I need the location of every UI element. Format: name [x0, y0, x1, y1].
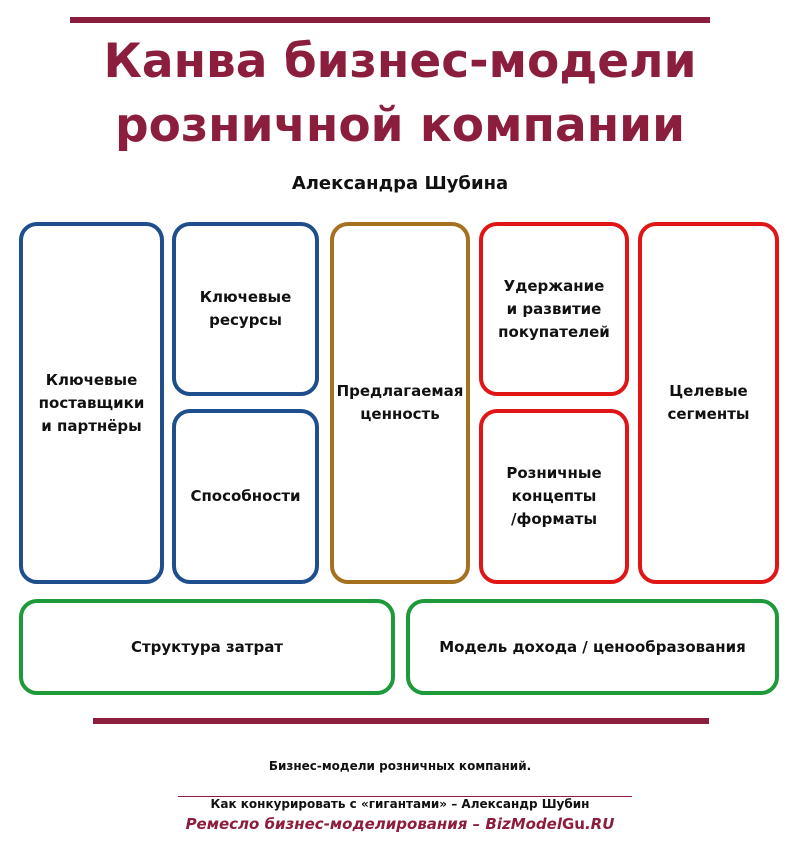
author: Александра Шубина — [291, 173, 509, 194]
footer-site-part-1: BizModel — [485, 815, 562, 833]
top-divider — [70, 17, 710, 23]
block-key-resources-label: Ключевые ресурсы — [199, 288, 292, 329]
block-target-segments: Целевые сегменты — [638, 222, 779, 584]
book-line-2: Как конкурировать с «гигантами» – Алекса… — [210, 797, 590, 811]
block-cost-structure-label: Структура затрат — [130, 637, 284, 656]
title-line-2: розничной компании — [114, 98, 686, 153]
footer-site-part-3: .RU — [584, 815, 615, 833]
block-key-partners-label: Ключевые поставщики и партнёры — [38, 370, 145, 435]
block-cost-structure: Структура затрат — [19, 599, 395, 695]
block-revenue-model: Модель дохода / ценообразования — [406, 599, 779, 695]
footer-credit: Ремесло бизнес-моделирования – BizModelG… — [0, 814, 800, 834]
block-value-proposition: Предлагаемая ценность — [330, 222, 470, 584]
block-customer-retention: Удержание и развитие покупателей — [479, 222, 629, 396]
title-line-1: Канва бизнес-модели — [103, 34, 697, 89]
book-line-1: Бизнес-модели розничных компаний. — [268, 759, 532, 773]
footer-divider — [178, 796, 632, 797]
block-key-partners: Ключевые поставщики и партнёры — [19, 222, 164, 584]
footer-prefix: Ремесло бизнес-моделирования – — [185, 815, 486, 833]
footer-site-part-2: Gu — [561, 815, 585, 833]
page-title: Канва бизнес-модели розничной компании — [0, 30, 800, 158]
book-reference: Бизнес-модели розничных компаний. Как ко… — [0, 738, 800, 833]
bottom-divider — [93, 718, 709, 724]
block-capabilities-label: Способности — [190, 487, 301, 505]
block-key-resources: Ключевые ресурсы — [172, 222, 319, 396]
block-value-proposition-label: Предлагаемая ценность — [336, 382, 464, 423]
block-capabilities: Способности — [172, 409, 319, 584]
block-target-segments-label: Целевые сегменты — [667, 382, 750, 423]
block-customer-retention-label: Удержание и развитие покупателей — [498, 276, 610, 341]
block-revenue-model-label: Модель дохода / ценообразования — [439, 637, 746, 656]
block-retail-concepts: Розничные концепты /форматы — [479, 409, 629, 584]
block-retail-concepts-label: Розничные концепты /форматы — [506, 464, 602, 528]
